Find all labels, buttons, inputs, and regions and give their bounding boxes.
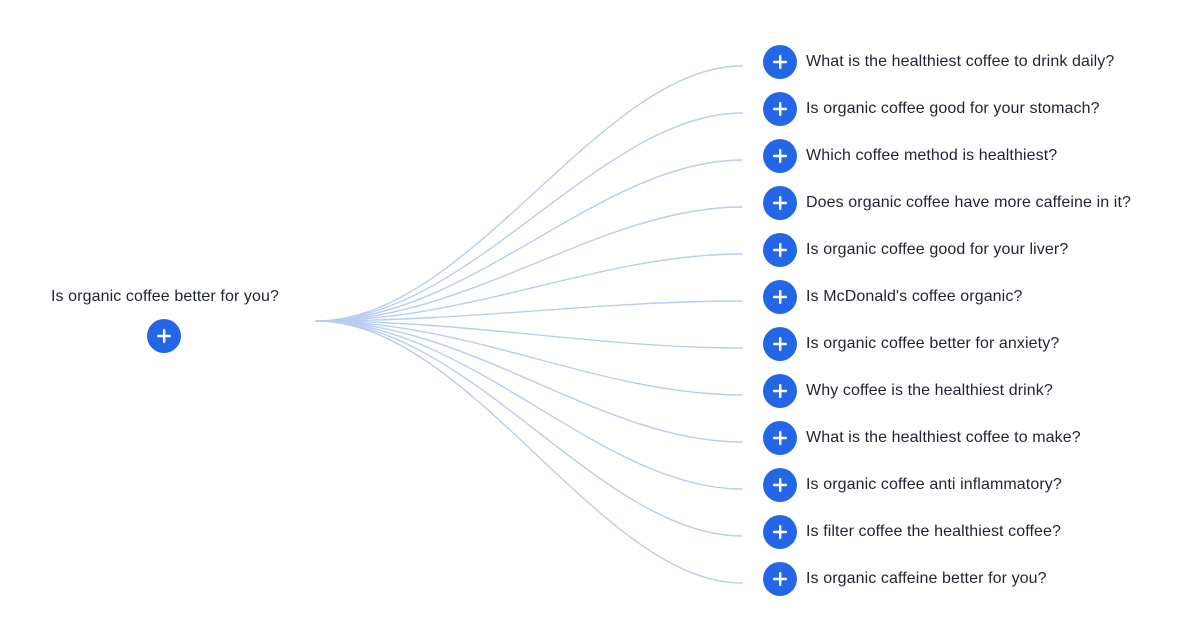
connector-line-1	[315, 65, 743, 322]
connector-line-7	[315, 320, 743, 349]
plus-icon	[773, 337, 787, 351]
child-expand-button[interactable]	[763, 139, 797, 173]
child-question-item-8: Why coffee is the healthiest drink?	[763, 374, 1053, 408]
child-question-item-6: Is McDonald's coffee organic?	[763, 280, 1022, 314]
connector-line-9	[315, 320, 743, 443]
child-question-label[interactable]: Is organic coffee anti inflammatory?	[806, 476, 1062, 493]
child-question-label[interactable]: Is organic coffee better for anxiety?	[806, 335, 1060, 352]
connector-line-6	[315, 300, 743, 322]
child-question-item-9: What is the healthiest coffee to make?	[763, 421, 1081, 455]
child-expand-button[interactable]	[763, 374, 797, 408]
connector-line-2	[315, 112, 743, 322]
connector-line-4	[315, 206, 743, 322]
plus-icon	[773, 290, 787, 304]
plus-icon	[773, 243, 787, 257]
child-question-label[interactable]: Does organic coffee have more caffeine i…	[806, 194, 1131, 211]
child-expand-button[interactable]	[763, 233, 797, 267]
child-question-label[interactable]: Is organic coffee good for your liver?	[806, 241, 1069, 258]
child-question-item-3: Which coffee method is healthiest?	[763, 139, 1057, 173]
connector-line-3	[315, 159, 743, 322]
plus-icon	[773, 525, 787, 539]
child-expand-button[interactable]	[763, 327, 797, 361]
plus-icon	[773, 384, 787, 398]
root-question-label: Is organic coffee better for you?	[50, 288, 280, 305]
child-question-label[interactable]: Is McDonald's coffee organic?	[806, 288, 1023, 305]
child-question-label[interactable]: Is organic coffee good for your stomach?	[806, 100, 1100, 117]
plus-icon	[157, 329, 171, 343]
child-question-item-1: What is the healthiest coffee to drink d…	[763, 45, 1114, 79]
child-question-label[interactable]: Is organic caffeine better for you?	[806, 570, 1047, 587]
child-question-item-4: Does organic coffee have more caffeine i…	[763, 186, 1131, 220]
plus-icon	[773, 572, 787, 586]
child-question-label[interactable]: Which coffee method is healthiest?	[806, 147, 1058, 164]
plus-icon	[773, 102, 787, 116]
child-expand-button[interactable]	[763, 280, 797, 314]
plus-icon	[773, 149, 787, 163]
child-question-item-2: Is organic coffee good for your stomach?	[763, 92, 1100, 126]
connector-line-11	[315, 320, 743, 537]
connector-line-5	[315, 253, 743, 322]
plus-icon	[773, 431, 787, 445]
child-question-item-12: Is organic caffeine better for you?	[763, 562, 1047, 596]
child-expand-button[interactable]	[763, 515, 797, 549]
child-expand-button[interactable]	[763, 421, 797, 455]
child-question-item-5: Is organic coffee good for your liver?	[763, 233, 1068, 267]
child-question-label[interactable]: What is the healthiest coffee to make?	[806, 429, 1081, 446]
child-question-label[interactable]: What is the healthiest coffee to drink d…	[806, 53, 1115, 70]
child-expand-button[interactable]	[763, 468, 797, 502]
root-expand-button[interactable]	[147, 319, 181, 353]
child-expand-button[interactable]	[763, 45, 797, 79]
connector-line-12	[315, 320, 743, 584]
child-question-item-7: Is organic coffee better for anxiety?	[763, 327, 1059, 361]
child-expand-button[interactable]	[763, 562, 797, 596]
child-question-item-11: Is filter coffee the healthiest coffee?	[763, 515, 1061, 549]
child-question-label[interactable]: Is filter coffee the healthiest coffee?	[806, 523, 1062, 540]
child-question-label[interactable]: Why coffee is the healthiest drink?	[806, 382, 1053, 399]
child-question-item-10: Is organic coffee anti inflammatory?	[763, 468, 1062, 502]
child-expand-button[interactable]	[763, 186, 797, 220]
plus-icon	[773, 478, 787, 492]
connector-line-8	[315, 320, 743, 396]
plus-icon	[773, 196, 787, 210]
plus-icon	[773, 55, 787, 69]
connector-line-10	[315, 320, 743, 490]
child-expand-button[interactable]	[763, 92, 797, 126]
